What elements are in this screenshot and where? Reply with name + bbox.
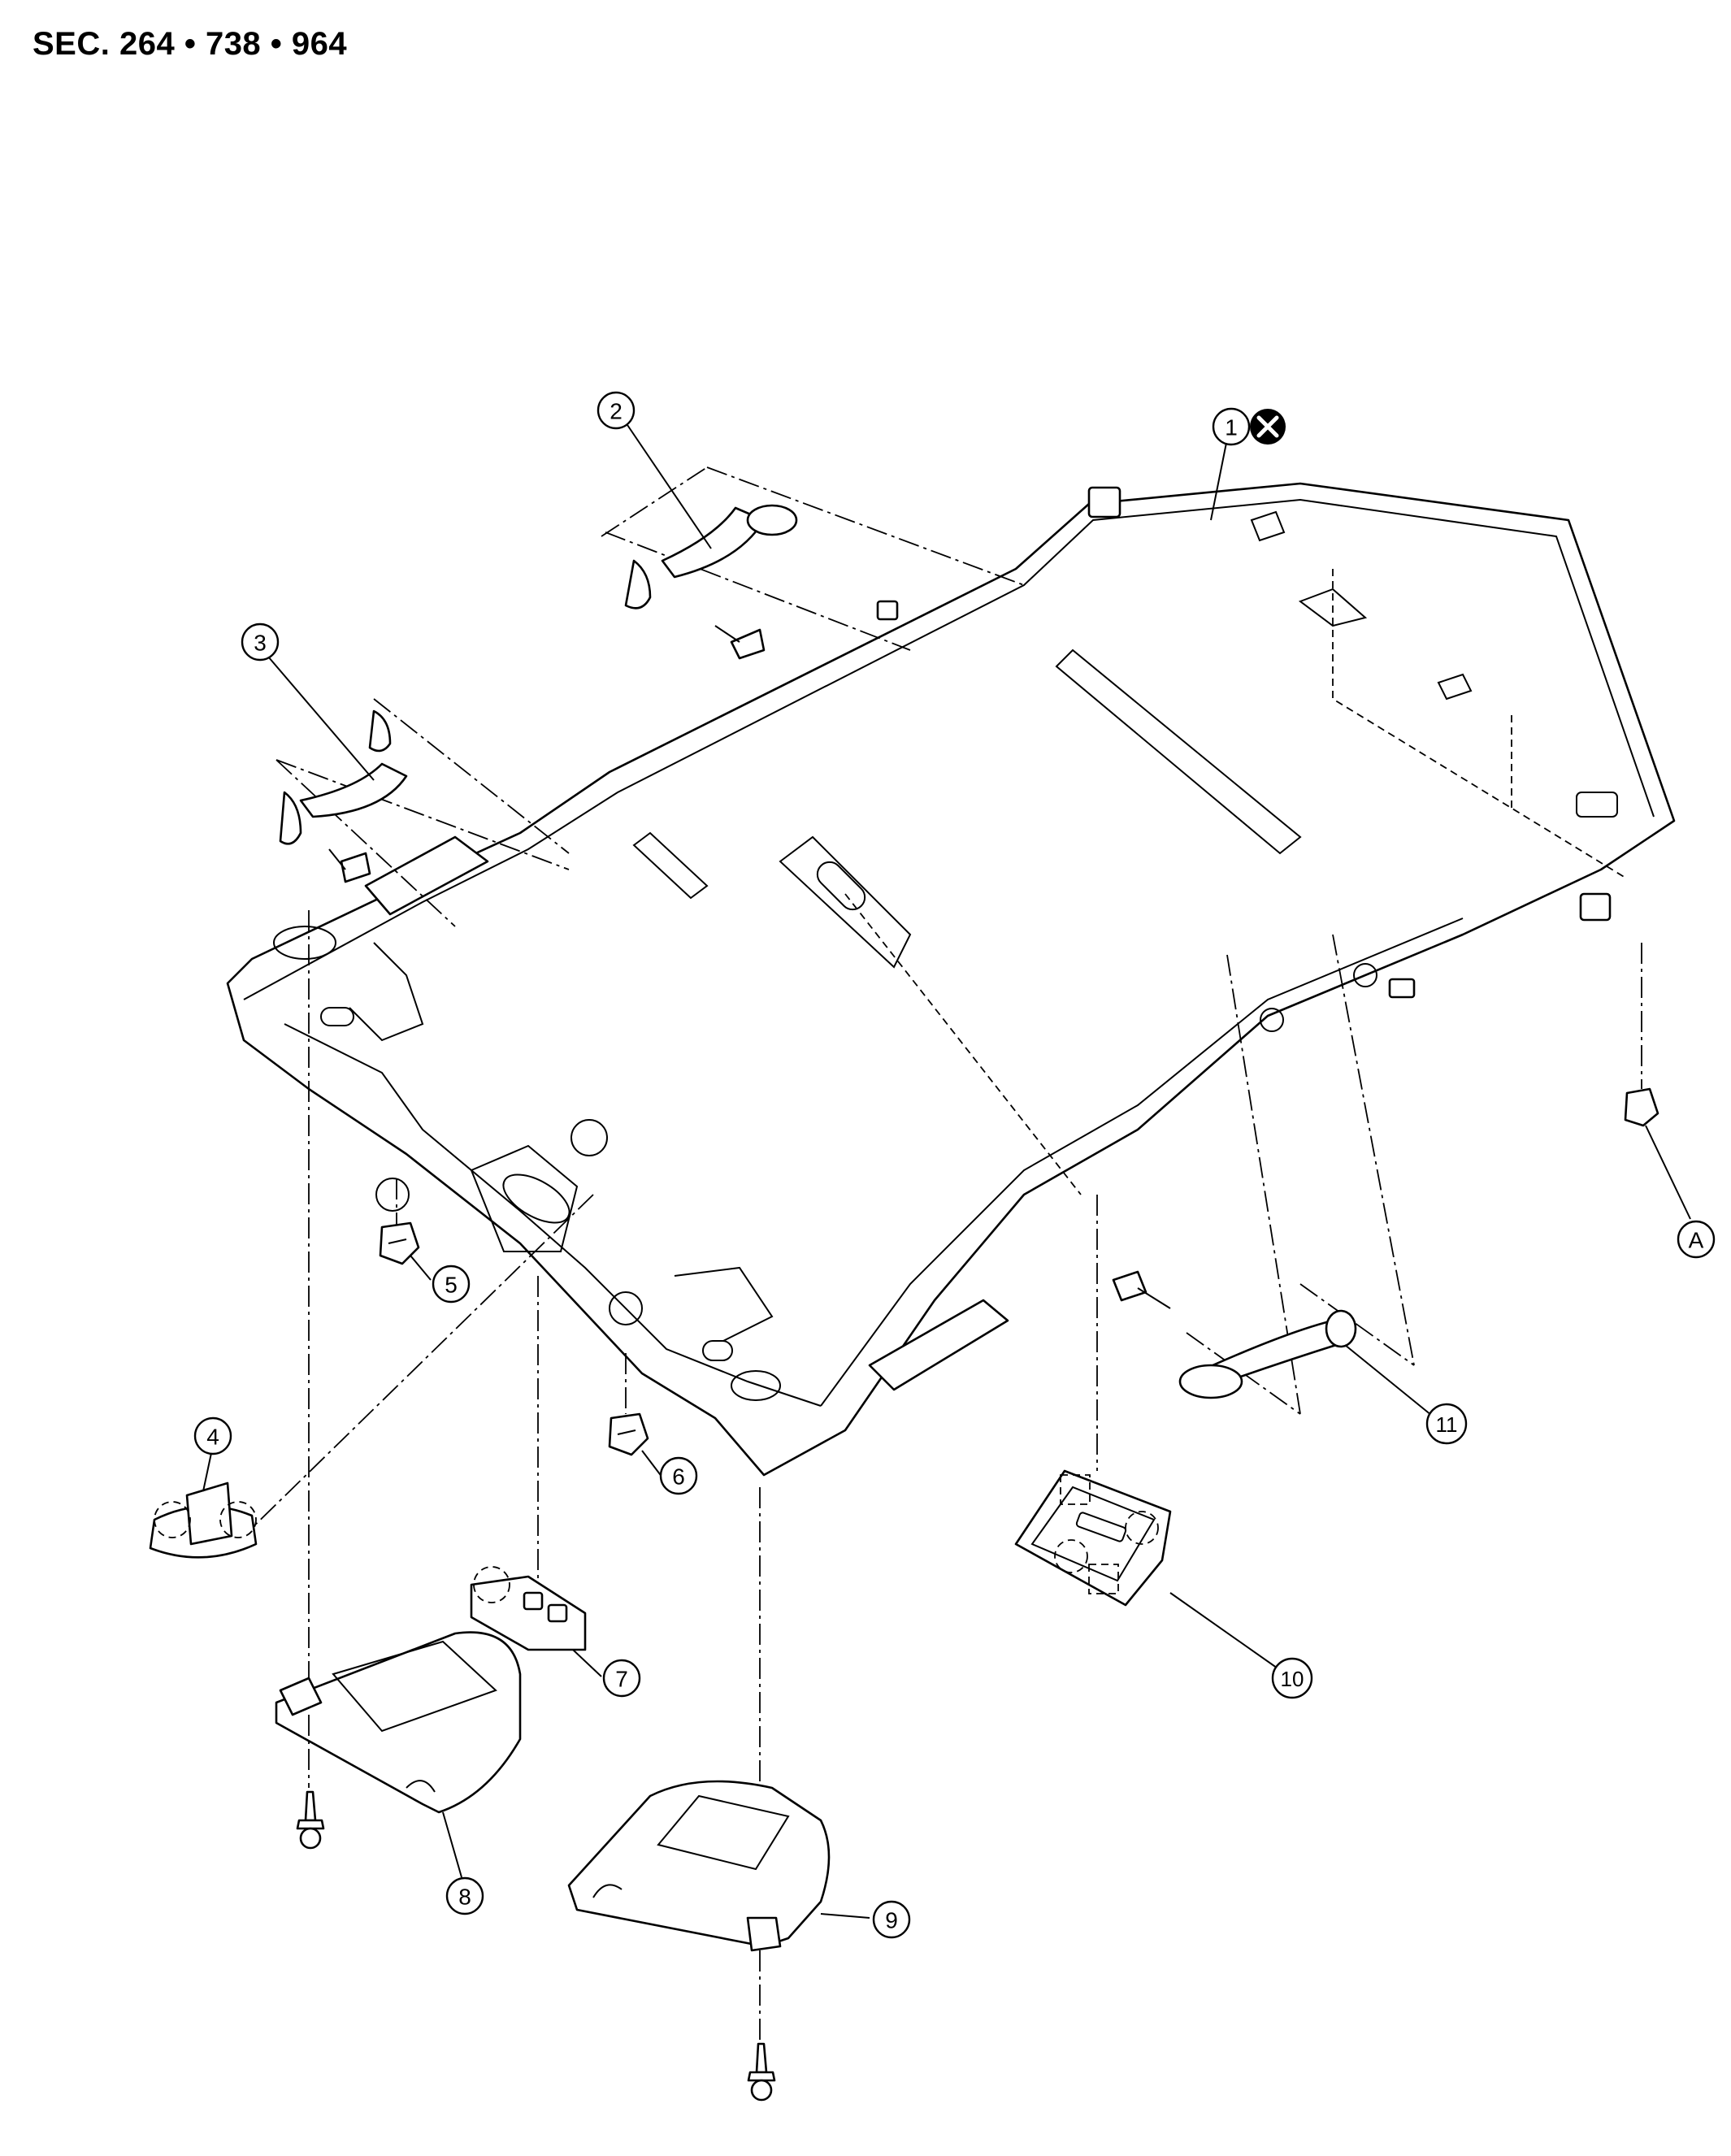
svg-text:9: 9 (885, 1908, 898, 1933)
svg-text:5: 5 (445, 1273, 458, 1298)
callout-11: 11 (1425, 1403, 1468, 1445)
svg-text:1: 1 (1225, 415, 1238, 440)
callout-3: 3 (241, 623, 280, 662)
callout-1: 1 (1212, 407, 1251, 446)
assist-grip-front-left (275, 698, 570, 927)
callout-7: 7 (602, 1659, 641, 1698)
reference-mark-a: A (1677, 1220, 1716, 1259)
svg-text:4: 4 (206, 1425, 219, 1450)
map-lamp (844, 893, 1172, 1607)
sun-visor-left (275, 910, 522, 1850)
clip-5 (379, 1178, 420, 1265)
section-title: SEC. 264 • 738 • 964 (33, 26, 348, 62)
callout-9: 9 (872, 1900, 911, 1939)
headlining (226, 482, 1676, 1477)
do-not-reuse-icon (1250, 409, 1286, 445)
clip-6 (608, 1353, 649, 1456)
svg-text:8: 8 (458, 1885, 471, 1910)
callout-5: 5 (432, 1265, 471, 1304)
svg-text:11: 11 (1436, 1412, 1458, 1437)
room-lamp (149, 1194, 594, 1559)
callout-10: 10 (1271, 1657, 1313, 1699)
sun-visor-right (567, 1487, 831, 2102)
svg-text:7: 7 (615, 1667, 628, 1692)
svg-text:6: 6 (672, 1464, 685, 1490)
callout-6: 6 (659, 1456, 698, 1495)
callout-4: 4 (193, 1416, 232, 1455)
callout-8: 8 (445, 1876, 484, 1915)
leader-lines (202, 422, 1691, 1919)
assist-grip-right (1112, 934, 1415, 1415)
svg-text:2: 2 (610, 399, 623, 424)
svg-text:3: 3 (254, 631, 267, 656)
svg-text:10: 10 (1281, 1667, 1304, 1691)
sunvisor-holder (470, 1276, 587, 1651)
svg-text:A: A (1689, 1228, 1704, 1253)
callout-2: 2 (597, 391, 636, 430)
assist-grip-rear-left (601, 466, 1025, 660)
clip-a (1332, 569, 1659, 1127)
